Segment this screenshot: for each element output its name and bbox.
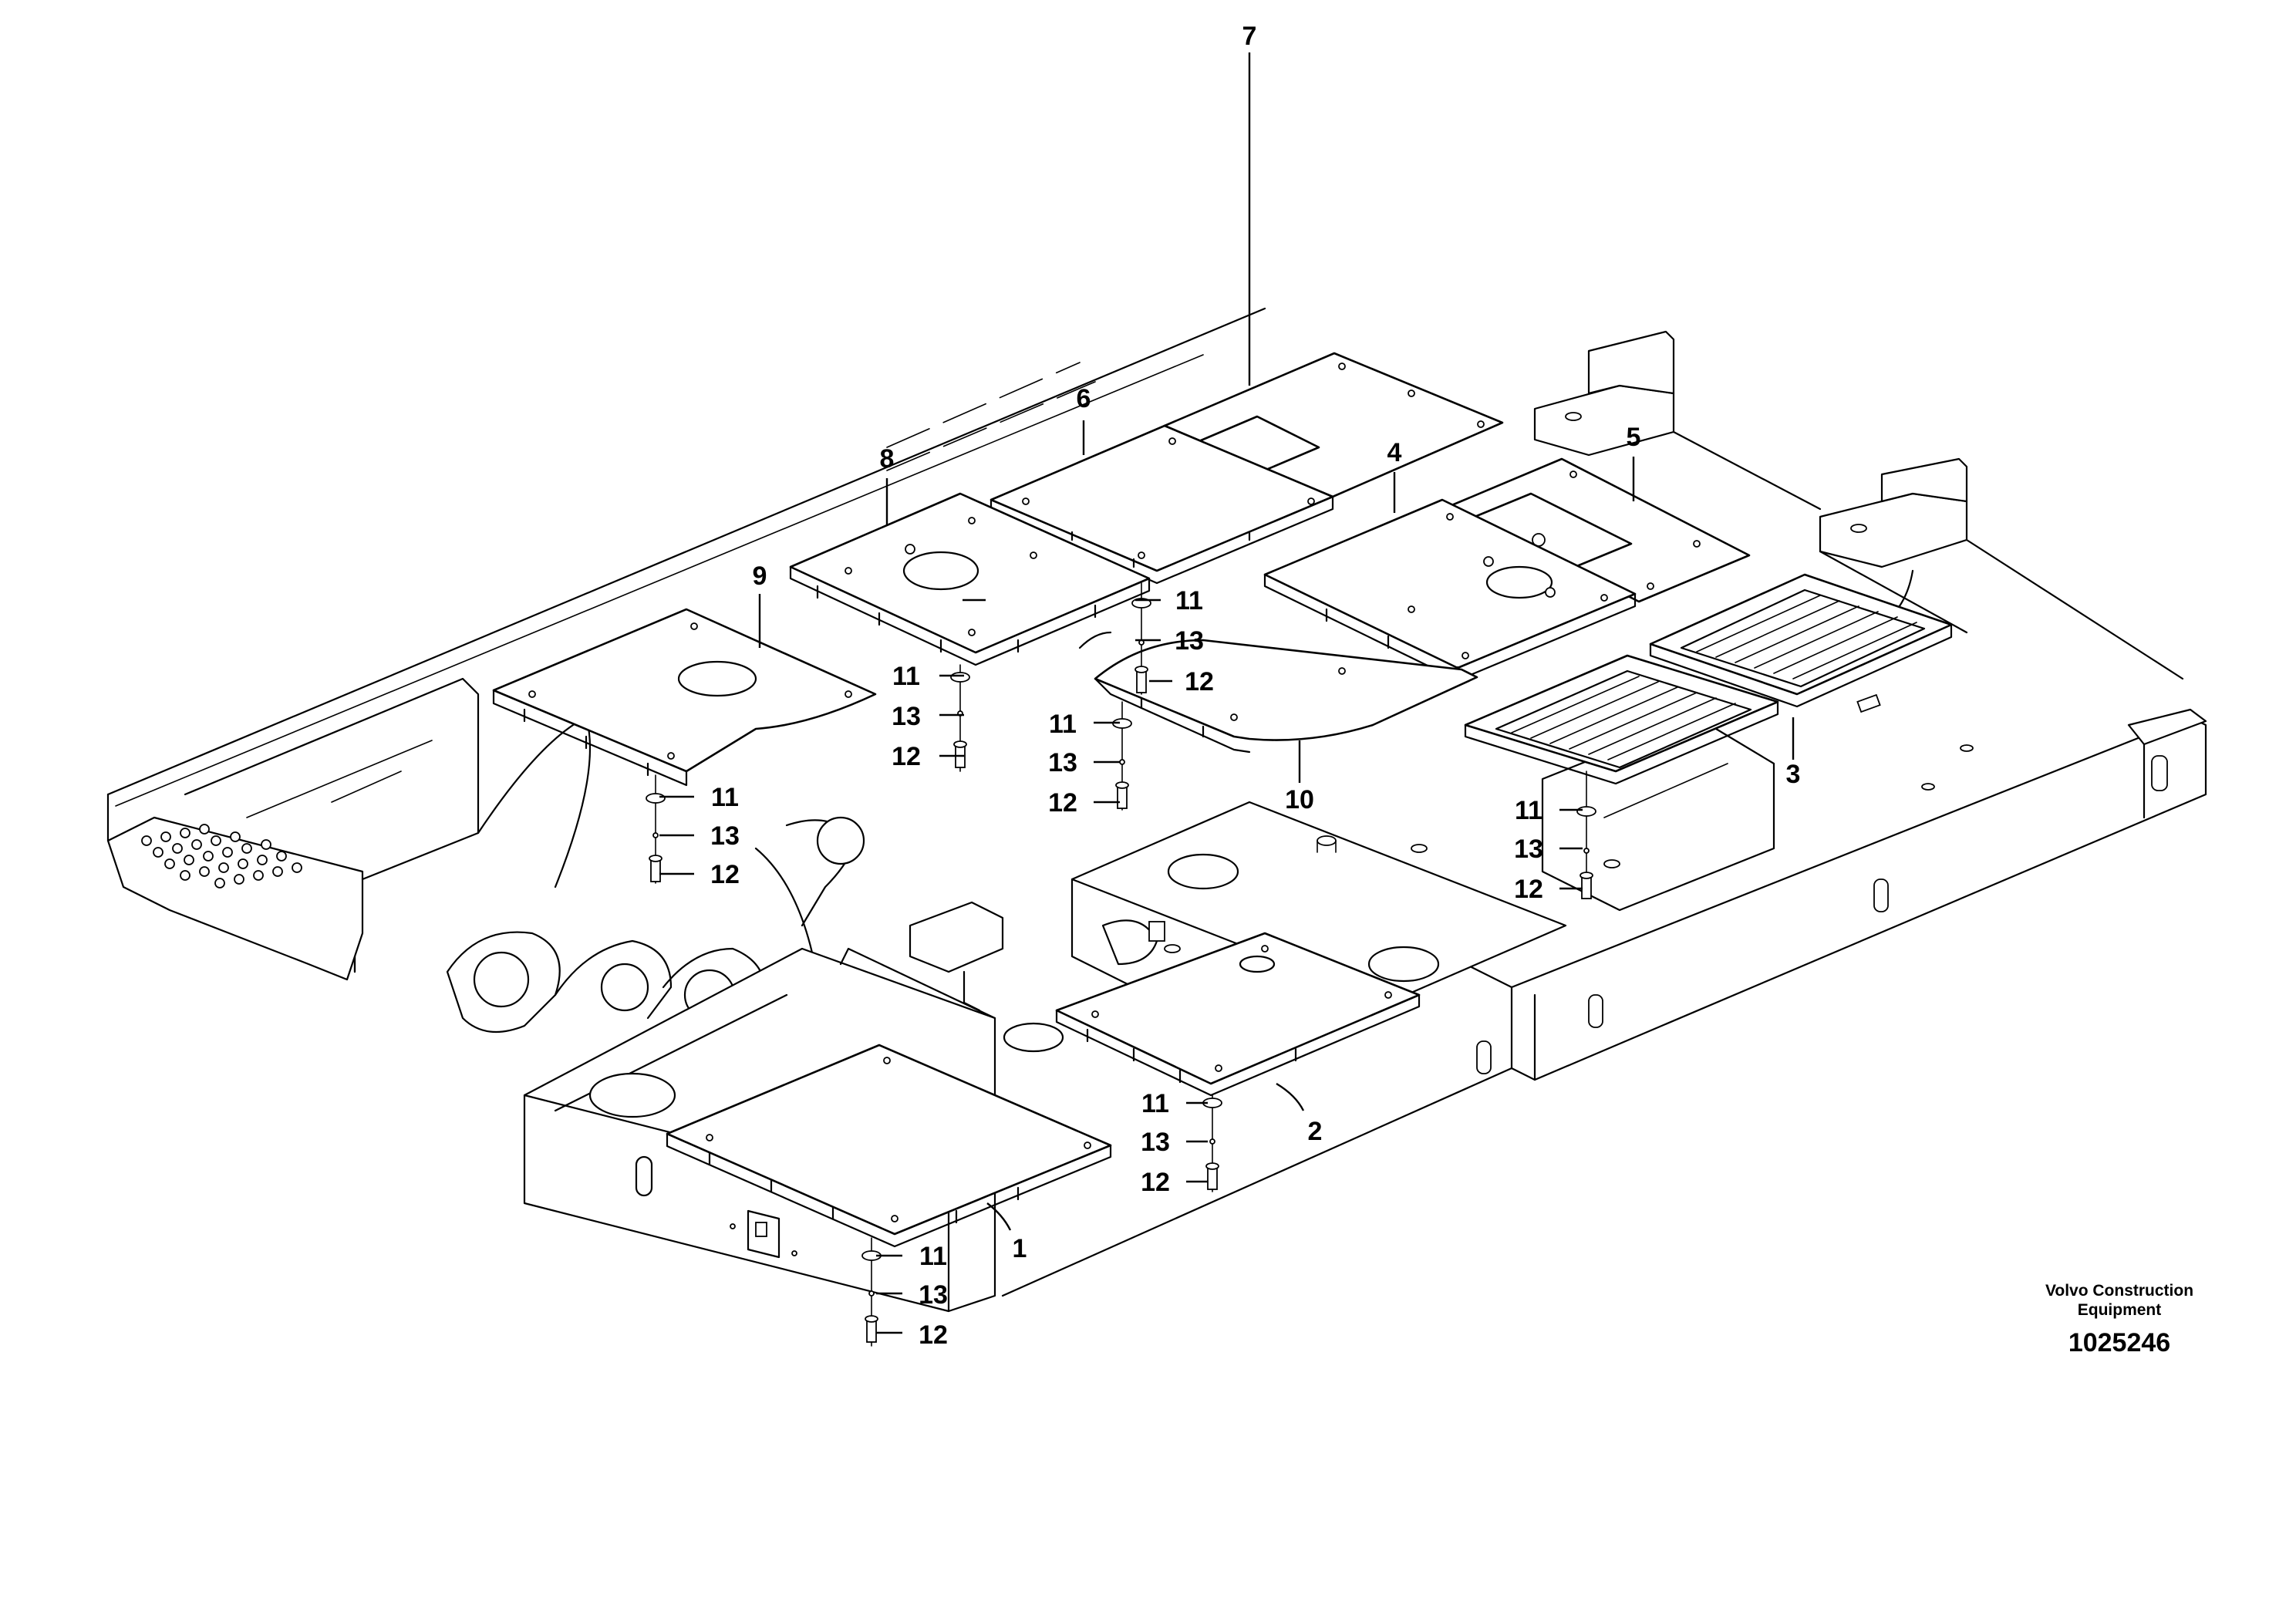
plate-10: [1078, 631, 1478, 754]
callout-2: 2: [1308, 1117, 1323, 1146]
callout-11-p3: 11: [1515, 796, 1542, 825]
callout-13-p8: 13: [892, 702, 921, 731]
callout-10: 10: [1285, 785, 1314, 814]
fastener-stack-plate-1: [861, 1237, 882, 1347]
callout-3: 3: [1786, 760, 1801, 789]
brand-line-2: Equipment: [2078, 1301, 2162, 1319]
plate-9: [492, 608, 877, 787]
callout-12-p3: 12: [1514, 875, 1543, 904]
callout-12-p8: 12: [892, 742, 921, 771]
callout-11-p6: 11: [1175, 586, 1203, 615]
callout-13-p1: 13: [919, 1280, 948, 1310]
callout-13-p9: 13: [710, 821, 740, 851]
callout-9: 9: [753, 561, 767, 591]
callout-12-p10: 12: [1048, 788, 1077, 818]
title-block: Volvo Construction Equipment 1025246: [2045, 1282, 2193, 1357]
plate-1: [666, 1044, 1112, 1248]
callout-11-p10: 11: [1049, 710, 1077, 739]
callout-1: 1: [1013, 1234, 1027, 1263]
grating-bars: [1511, 595, 1917, 760]
plate-8: [789, 492, 1151, 666]
callout-7: 7: [1242, 22, 1257, 51]
callout-11-p8: 11: [892, 662, 920, 691]
callout-11-p1: 11: [919, 1242, 947, 1271]
callout-12-p2: 12: [1141, 1168, 1170, 1197]
plate-5: [1448, 457, 1751, 603]
callout-11-p2: 11: [1141, 1089, 1169, 1118]
fastener-stack-plate-10: [1112, 701, 1132, 811]
callout-13-p2: 13: [1141, 1128, 1170, 1157]
callout-12-p1: 12: [919, 1320, 948, 1350]
leader-lines: [659, 52, 1795, 1334]
callout-8: 8: [880, 444, 895, 474]
callout-13-p6: 13: [1175, 626, 1204, 656]
fastener-stack-plate-2: [1202, 1094, 1222, 1192]
fastener-stack-plate-3: [1576, 771, 1596, 899]
callout-13-p10: 13: [1048, 748, 1077, 777]
callout-12-p6: 12: [1185, 667, 1214, 696]
plate-6: [990, 424, 1334, 585]
callout-4: 4: [1387, 438, 1402, 467]
plate-3-grating: [1464, 573, 1953, 785]
callout-11-p9: 11: [711, 783, 739, 812]
drawing-number: 1025246: [2068, 1328, 2170, 1357]
callout-5: 5: [1627, 423, 1641, 452]
plate-2: [1055, 932, 1421, 1097]
callout-labels: 7 6 8 9 4 5 3 10 2 1 11 13 12 11 13 12 1…: [710, 22, 1800, 1350]
step-holes: [141, 824, 302, 889]
callout-12-p9: 12: [710, 860, 740, 889]
brand-line-1: Volvo Construction: [2045, 1282, 2193, 1300]
fastener-stack-plate-8: [950, 664, 970, 772]
fastener-stack-plate-9: [646, 774, 666, 884]
callout-13-p3: 13: [1514, 835, 1543, 864]
callout-6: 6: [1077, 384, 1091, 413]
